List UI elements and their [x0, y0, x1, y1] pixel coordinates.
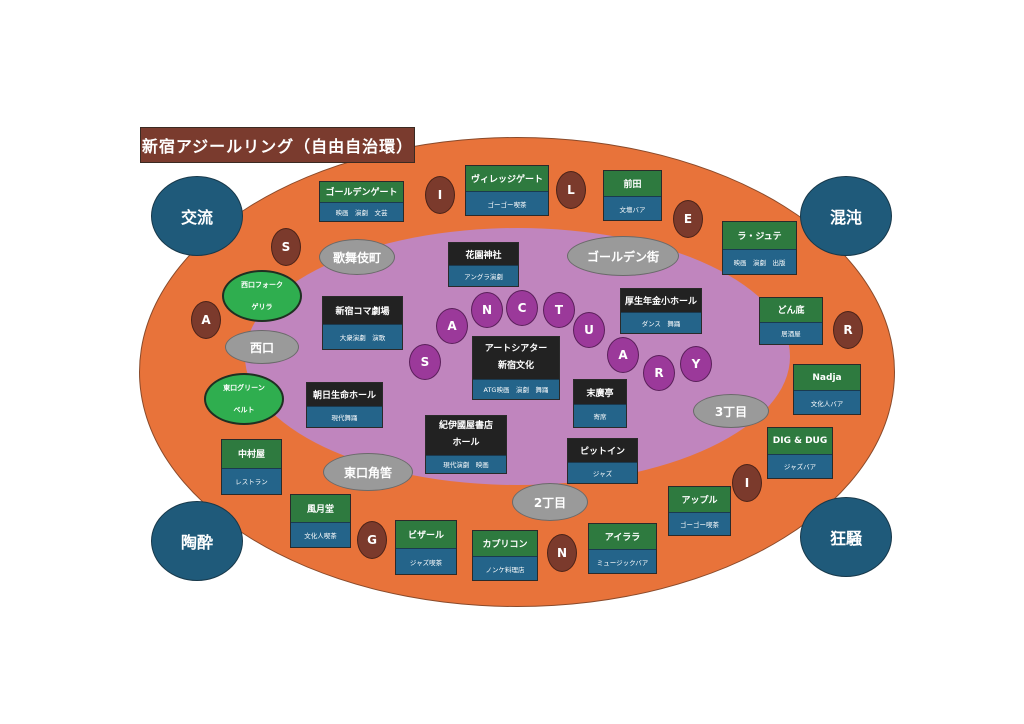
venue-card: ヴィレッジゲートゴーゴー喫茶	[465, 165, 549, 216]
inner-letter: A	[436, 308, 468, 344]
venue-genre: 大衆演劇 演歌	[323, 323, 402, 349]
venue-name: 中村屋	[222, 440, 281, 468]
venue-genre: 現代舞踊	[307, 405, 382, 427]
venue-genre: ジャズバア	[768, 453, 832, 478]
venue-card: ゴールデンゲート映画 演劇 文芸	[319, 181, 404, 222]
venue-name: ピットイン	[568, 439, 637, 462]
district-label: 東口角筈	[323, 453, 413, 491]
venue-name: アートシアター 新宿文化	[473, 337, 559, 379]
venue-genre: 現代演劇 映画	[426, 454, 506, 473]
venue-genre: 文化人バア	[794, 390, 860, 414]
venue-card: 中村屋レストラン	[221, 439, 282, 495]
venue-card: ピットインジャズ	[567, 438, 638, 484]
outer-letter: N	[547, 534, 577, 572]
venue-genre: ジャズ喫茶	[396, 548, 456, 574]
green-zone-line2: ベルト	[233, 406, 255, 414]
venue-genre: ジャズ	[568, 461, 637, 483]
venue-genre: ミュージックバア	[589, 549, 656, 573]
inner-letter: Y	[680, 346, 712, 382]
venue-card: アイララミュージックバア	[588, 523, 657, 574]
green-zone: 東口グリーンベルト	[204, 373, 284, 425]
district-label: 西口	[225, 330, 299, 364]
venue-card: アップルゴーゴー喫茶	[668, 486, 731, 536]
outer-letter: G	[357, 521, 387, 559]
district-label: 歌舞伎町	[319, 239, 395, 275]
venue-genre: ゴーゴー喫茶	[466, 191, 548, 215]
venue-name: DIG & DUG	[768, 428, 832, 454]
venue-genre: ゴーゴー喫茶	[669, 511, 730, 535]
venue-name: 前田	[604, 171, 661, 197]
green-zone-line1: 東口グリーン	[223, 384, 265, 392]
venue-genre: レストラン	[222, 467, 281, 494]
venue-card: 末廣亭寄席	[573, 379, 627, 428]
outer-letter: A	[191, 301, 221, 339]
venue-genre: ノンケ料理店	[473, 556, 537, 580]
inner-letter: C	[506, 290, 538, 326]
venue-genre: アングラ演劇	[449, 265, 518, 286]
inner-letter: S	[409, 344, 441, 380]
green-zone-line1: 西口フォーク	[241, 281, 283, 289]
venue-genre: ATG映画 演劇 舞踊	[473, 378, 559, 399]
venue-name: アップル	[669, 487, 730, 512]
district-label: 3丁目	[693, 394, 769, 428]
venue-genre: ダンス 舞踊	[621, 311, 701, 333]
venue-card: 風月堂文化人喫茶	[290, 494, 351, 548]
venue-card: 厚生年金小ホールダンス 舞踊	[620, 288, 702, 334]
green-zone-line2: ゲリラ	[251, 303, 273, 311]
outer-letter: I	[425, 176, 455, 214]
venue-genre: 寄席	[574, 404, 626, 427]
venue-name: 紀伊國屋書店 ホール	[426, 416, 506, 455]
outer-letter: E	[673, 200, 703, 238]
venue-genre: 映画 演劇 出版	[723, 248, 796, 274]
corner-node: 交流	[151, 176, 243, 256]
corner-node: 混沌	[800, 176, 892, 256]
venue-name: アイララ	[589, 524, 656, 550]
venue-name: どん底	[760, 298, 822, 322]
corner-node: 狂騒	[800, 497, 892, 577]
venue-genre: 映画 演劇 文芸	[320, 201, 403, 221]
venue-card: 朝日生命ホール現代舞踊	[306, 382, 383, 428]
outer-letter: L	[556, 171, 586, 209]
venue-genre: 文化人喫茶	[291, 521, 350, 547]
venue-name: ビザール	[396, 521, 456, 549]
venue-card: どん底居酒屋	[759, 297, 823, 345]
venue-card: カプリコンノンケ料理店	[472, 530, 538, 581]
venue-name: カプリコン	[473, 531, 537, 557]
diagram-title: 新宿アジールリング（自由自治環）	[140, 127, 415, 163]
venue-name: 風月堂	[291, 495, 350, 522]
venue-card: 前田文壇バア	[603, 170, 662, 221]
venue-card: ビザールジャズ喫茶	[395, 520, 457, 575]
venue-name: 厚生年金小ホール	[621, 289, 701, 312]
green-zone: 西口フォークゲリラ	[222, 270, 302, 322]
outer-letter: R	[833, 311, 863, 349]
venue-name: Nadja	[794, 365, 860, 391]
inner-letter: T	[543, 292, 575, 328]
outer-letter: S	[271, 228, 301, 266]
venue-card: 新宿コマ劇場大衆演劇 演歌	[322, 296, 403, 350]
inner-letter: R	[643, 355, 675, 391]
venue-card: 花園神社アングラ演劇	[448, 242, 519, 287]
outer-letter: I	[732, 464, 762, 502]
inner-letter: N	[471, 292, 503, 328]
district-label: ゴールデン街	[567, 236, 679, 276]
venue-card: 紀伊國屋書店 ホール現代演劇 映画	[425, 415, 507, 474]
venue-genre: 文壇バア	[604, 196, 661, 220]
venue-name: 花園神社	[449, 243, 518, 265]
inner-letter: U	[573, 312, 605, 348]
venue-genre: 居酒屋	[760, 321, 822, 344]
venue-name: ヴィレッジゲート	[466, 166, 548, 192]
venue-name: 朝日生命ホール	[307, 383, 382, 406]
venue-name: ゴールデンゲート	[320, 182, 403, 202]
inner-letter: A	[607, 337, 639, 373]
venue-card: ラ・ジュテ映画 演劇 出版	[722, 221, 797, 275]
venue-name: ラ・ジュテ	[723, 222, 796, 249]
corner-node: 陶酔	[151, 501, 243, 581]
venue-name: 新宿コマ劇場	[323, 297, 402, 324]
district-label: 2丁目	[512, 483, 588, 521]
venue-name: 末廣亭	[574, 380, 626, 405]
